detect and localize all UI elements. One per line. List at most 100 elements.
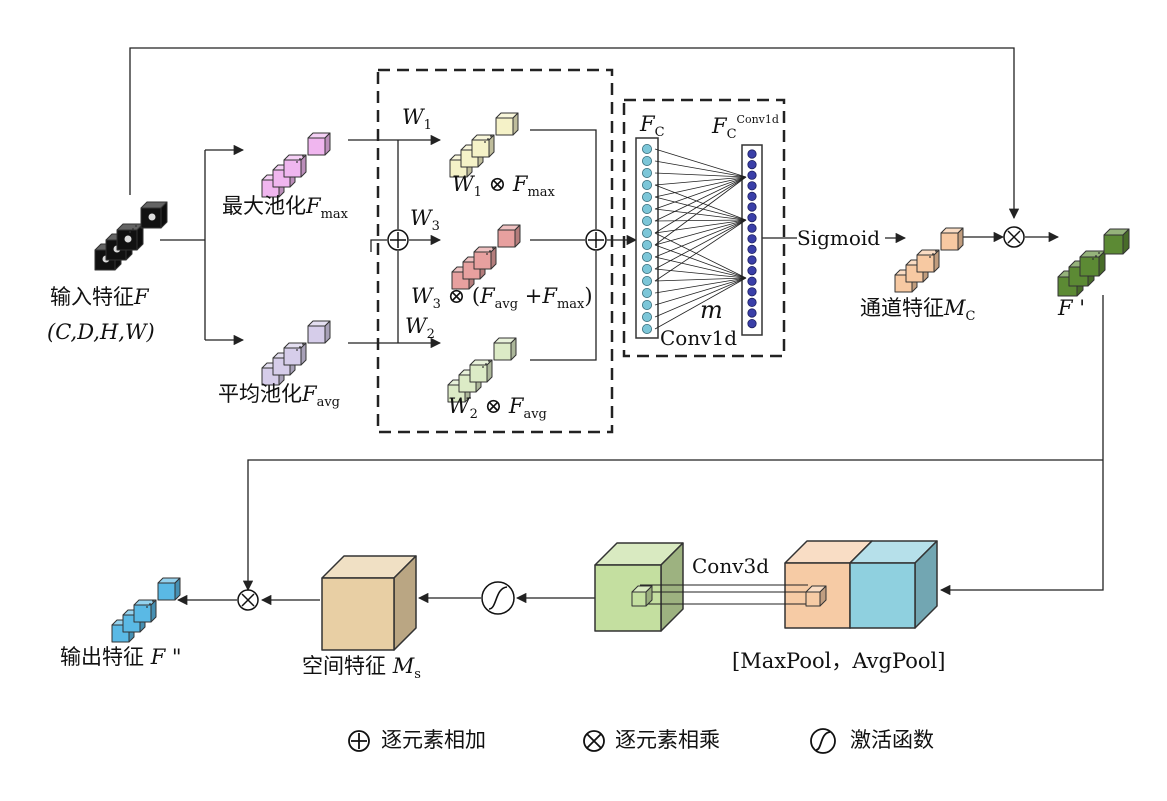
legend-symbols [348,728,836,754]
cube [471,134,495,158]
max-pool-label: 最大池化Fmax [222,194,348,222]
w1-stack [449,112,519,178]
fc-node [642,323,653,334]
circle-plus-icon [348,730,370,752]
w1-label: W1 [402,105,432,133]
legend-add-label: 逐元素相加 [381,728,486,752]
cube [307,320,331,344]
fc-node [642,311,653,322]
cube [473,246,497,270]
fc-node [642,191,653,202]
fc-nodes [642,143,653,334]
cube [805,585,827,607]
output-feature-stack [111,577,181,643]
channel-feature-stack [894,227,964,293]
sigma-activation-icon [481,581,515,615]
conv3d-label: Conv3d [692,554,770,578]
fc-node [642,179,653,190]
fc-label: FC [640,112,665,140]
fc-conv1d-node [747,308,757,318]
fc-conv1d-node [747,255,757,265]
cube [283,342,307,366]
w2-label: W2 [405,314,435,342]
fc-node [642,299,653,310]
fc-column [635,137,659,339]
cube [1079,250,1106,277]
legend-multiply-label: 逐元素相乘 [615,728,720,752]
cube [307,132,331,156]
cube [283,154,307,178]
conv1d-label: Conv1d [660,326,738,350]
cube [469,359,493,383]
multiply-circle-channel [1003,226,1025,248]
w1-fmax-label: W1 ⊗ Fmax [452,172,555,200]
cube [116,223,144,251]
m-label: m [700,296,723,324]
cube [940,227,964,251]
cube [495,112,519,136]
fc-conv1d-node [747,287,757,297]
fc-conv1d-node [747,213,757,223]
sigmoid-label: Sigmoid [797,226,881,250]
fc-conv1d-node [747,297,757,307]
input-feature-label: 输入特征F [50,285,149,309]
w2-favg-label: W2 ⊗ Favg [448,394,547,422]
add-circle-merge [585,229,607,251]
fc-conv1d-node [747,265,757,276]
fc-conv1d-node [747,276,757,286]
circle-times-icon [583,730,605,752]
cube [631,585,653,607]
spatial-feature-label: 空间特征 Ms [302,654,421,682]
avg-pool-stack [261,320,331,386]
fc-conv1d-node [747,223,757,233]
fc-node [642,167,653,178]
cube [133,599,157,623]
fc-node [642,239,653,250]
fc-node [642,287,653,298]
input-feature-stack [94,201,168,271]
fc-node [642,203,653,214]
f-prime-label: F ' [1058,296,1086,320]
dashed-box-weights [376,68,614,434]
fc-conv1d-node [747,181,757,191]
fc-conv1d-node [747,318,757,329]
pool-concat-label: [MaxPool，AvgPool] [732,649,946,673]
spatial-feature-cube [321,555,417,651]
fc-node [642,251,653,262]
cube [157,577,181,601]
input-dims-label: (C,D,H,W) [47,320,155,344]
cube [497,224,521,248]
cube [493,337,517,361]
fc-conv1d-node [747,160,757,170]
conv1d-connections [654,148,747,330]
fc-node [642,227,653,238]
fc-node [642,263,653,274]
avgpool-cube-blue [849,540,938,629]
output-feature-label: 输出特征 F " [60,645,182,669]
fc-conv1d-nodes [747,149,757,329]
multiply-circle-spatial [237,589,259,611]
cube [916,249,940,273]
cube [140,201,168,229]
fc-conv1d-label: FCConv1d [712,113,779,142]
activation-icon [810,728,836,754]
cube [1103,228,1130,255]
fc-conv1d-node [747,234,757,244]
fc-node [642,143,653,154]
channel-feature-label: 通道特征MC [860,296,976,324]
w3-sum-label: W3 ⊗ (Favg +Fmax) [411,284,593,312]
dashed-box-conv1d [622,98,786,358]
legend-activation-label: 激活函数 [850,728,934,752]
fc-node [642,215,653,226]
max-pool-stack [261,132,331,198]
fc-conv1d-node [747,149,757,159]
fc-conv1d-node [747,170,757,180]
conv3d-kernel [631,584,827,607]
fc-conv1d-node [747,191,757,201]
connection-lines [129,47,1104,606]
f-prime-stack [1057,228,1130,297]
fc-conv1d-node [747,202,757,212]
w3-stack [451,224,521,290]
cube [261,362,285,386]
